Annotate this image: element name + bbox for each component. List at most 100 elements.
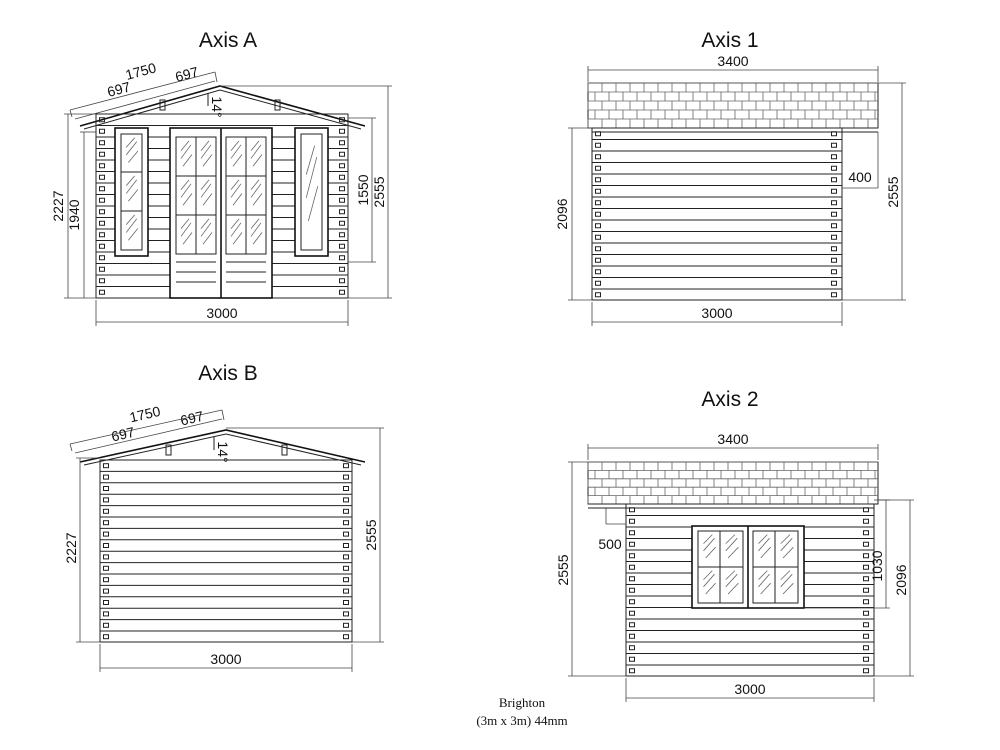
corner-pin xyxy=(103,554,109,560)
axis-1-elevation: Axis 1 3400 2096 400 2555 3000 xyxy=(554,29,906,326)
glass-reflection xyxy=(705,546,716,559)
corner-pin xyxy=(343,474,349,480)
glass-reflection xyxy=(125,137,135,148)
corner-pin xyxy=(595,154,601,160)
corner-pin xyxy=(99,232,105,238)
corner-pin xyxy=(103,600,109,605)
glass-reflection xyxy=(180,218,190,229)
corner-pin xyxy=(831,154,837,160)
corner-pin xyxy=(339,243,345,249)
glass-reflection xyxy=(180,222,192,237)
axis-2-wall xyxy=(625,503,875,677)
axis-2-elevation: Axis 2 3400 500 2555 1030 xyxy=(555,388,914,702)
axis-b-dim-half-right: 697 xyxy=(179,408,206,429)
glass-reflection xyxy=(782,546,794,559)
glass-reflection xyxy=(705,582,716,595)
axis-2-dim-roof-width: 3400 xyxy=(717,431,748,447)
corner-pin xyxy=(339,140,345,146)
corner-pin xyxy=(343,577,349,583)
glass-reflection xyxy=(232,193,243,206)
corner-pin xyxy=(831,211,837,217)
axis-a-glass-hatching xyxy=(125,137,319,245)
axis-b-log-lines xyxy=(100,470,352,632)
glass-reflection xyxy=(200,144,212,159)
corner-pin xyxy=(831,234,837,240)
corner-pin xyxy=(595,292,601,298)
corner-pin xyxy=(863,610,869,616)
corner-pin xyxy=(103,520,109,526)
corner-pin xyxy=(339,151,345,157)
corner-pin xyxy=(831,257,837,263)
axis-b-dim-half-left: 697 xyxy=(110,424,137,445)
glass-reflection xyxy=(760,546,771,559)
axis-a-dim-half-left: 697 xyxy=(105,78,132,100)
corner-pin xyxy=(339,278,345,284)
corner-pin xyxy=(99,117,105,123)
glass-reflection xyxy=(230,218,240,229)
axis-1-shingle-pattern xyxy=(587,82,878,128)
glass-reflection xyxy=(250,218,260,229)
corner-pin xyxy=(103,565,109,571)
glass-reflection xyxy=(128,228,139,241)
corner-pin xyxy=(629,507,635,513)
glass-reflection xyxy=(252,154,263,167)
glass-reflection xyxy=(307,186,319,222)
axis-2-title: Axis 2 xyxy=(701,388,758,411)
axis-1-dim-ridge-height: 2555 xyxy=(885,176,901,207)
axis-a-left-window xyxy=(114,127,149,257)
corner-pin xyxy=(103,634,109,640)
corner-pin xyxy=(831,246,837,252)
corner-pin xyxy=(339,163,345,169)
corner-pin xyxy=(863,507,869,513)
corner-pin xyxy=(339,197,345,203)
glass-reflection xyxy=(202,154,213,167)
glass-reflection xyxy=(128,189,139,202)
corner-pin xyxy=(831,200,837,206)
corner-pin xyxy=(595,246,601,252)
corner-pin xyxy=(103,497,109,503)
axis-a-roof-inner xyxy=(83,89,362,130)
corner-pin xyxy=(343,508,349,514)
glass-reflection xyxy=(703,573,715,588)
glass-reflection xyxy=(305,145,316,175)
glass-reflection xyxy=(200,179,210,190)
corner-pin xyxy=(339,174,345,180)
axis-1-corner-pins xyxy=(595,131,837,298)
glass-reflection xyxy=(128,150,139,163)
axis-b-dim-width: 3000 xyxy=(210,651,241,667)
corner-pin xyxy=(343,497,349,503)
axis-a-corner-pins xyxy=(99,117,345,295)
glass-reflection xyxy=(125,175,135,186)
axis-1-dim-width: 3000 xyxy=(701,305,732,321)
corner-pin xyxy=(339,266,345,272)
axis-a-dim-ridge-height: 2555 xyxy=(371,176,387,207)
corner-pin xyxy=(863,656,869,662)
caption-name: Brighton xyxy=(499,695,546,710)
axis-1-roof-shingles xyxy=(587,82,879,129)
corner-pin xyxy=(831,142,837,148)
axis-a-dim-width: 3000 xyxy=(206,305,237,321)
axis-b-dim-total-height: 2227 xyxy=(63,532,79,563)
axis-a-dim-roof-slope: 1750 xyxy=(124,59,158,83)
corner-pin xyxy=(99,151,105,157)
corner-pin xyxy=(863,633,869,639)
corner-pin xyxy=(831,292,837,298)
corner-pin xyxy=(343,634,349,640)
axis-2-dim-overhang: 500 xyxy=(598,536,622,552)
corner-pin xyxy=(103,611,109,617)
corner-pin xyxy=(343,622,349,628)
corner-pin xyxy=(831,280,837,286)
glass-reflection xyxy=(182,154,193,167)
corner-pin xyxy=(629,622,635,628)
corner-pin xyxy=(595,280,601,286)
axis-a-right-window xyxy=(294,127,329,257)
corner-pin xyxy=(629,668,635,674)
glass-reflection xyxy=(782,582,794,595)
corner-pin xyxy=(863,553,869,559)
corner-pin xyxy=(339,289,345,295)
glass-reflection xyxy=(250,140,260,151)
corner-pin xyxy=(629,656,635,662)
axis-2-dim-window-height: 1030 xyxy=(869,550,885,581)
glass-reflection xyxy=(250,179,260,190)
glass-reflection xyxy=(758,573,770,588)
